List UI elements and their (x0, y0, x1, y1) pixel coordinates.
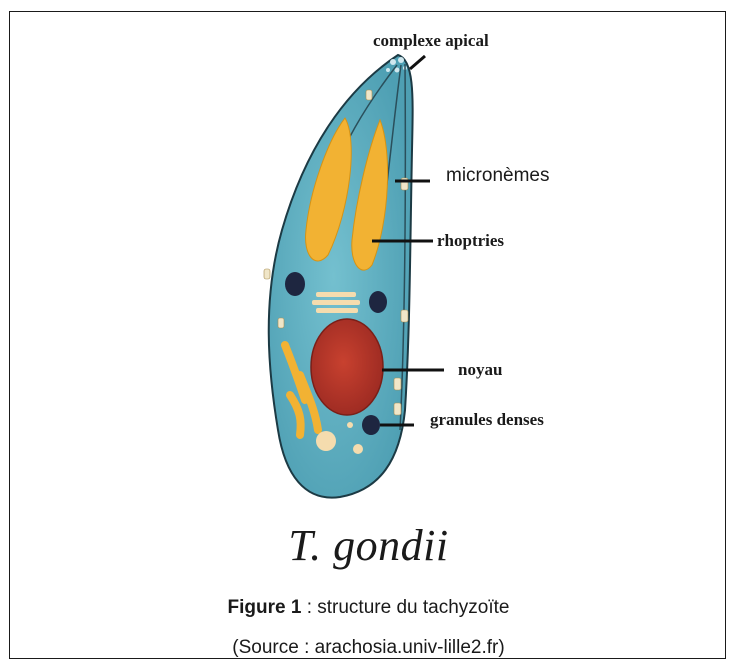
label-apical-complex: complexe apical (373, 31, 489, 50)
caption-prefix: Figure 1 (228, 597, 302, 618)
figure-source: (Source : arachosia.univ-lille2.fr) (0, 637, 737, 659)
label-dense-granules: granules denses (430, 410, 544, 429)
species-name: T. gondii (0, 520, 737, 571)
nucleus-icon (311, 319, 383, 415)
label-nucleus: noyau (458, 360, 502, 379)
pointer-apical (410, 56, 425, 69)
caption-text: : structure du tachyzoïte (301, 597, 509, 618)
golgi-icon (312, 292, 360, 313)
label-micronemes: micronèmes (446, 165, 549, 186)
figure-caption: Figure 1 : structure du tachyzoïte (0, 597, 737, 619)
label-rhoptries: rhoptries (437, 231, 504, 250)
